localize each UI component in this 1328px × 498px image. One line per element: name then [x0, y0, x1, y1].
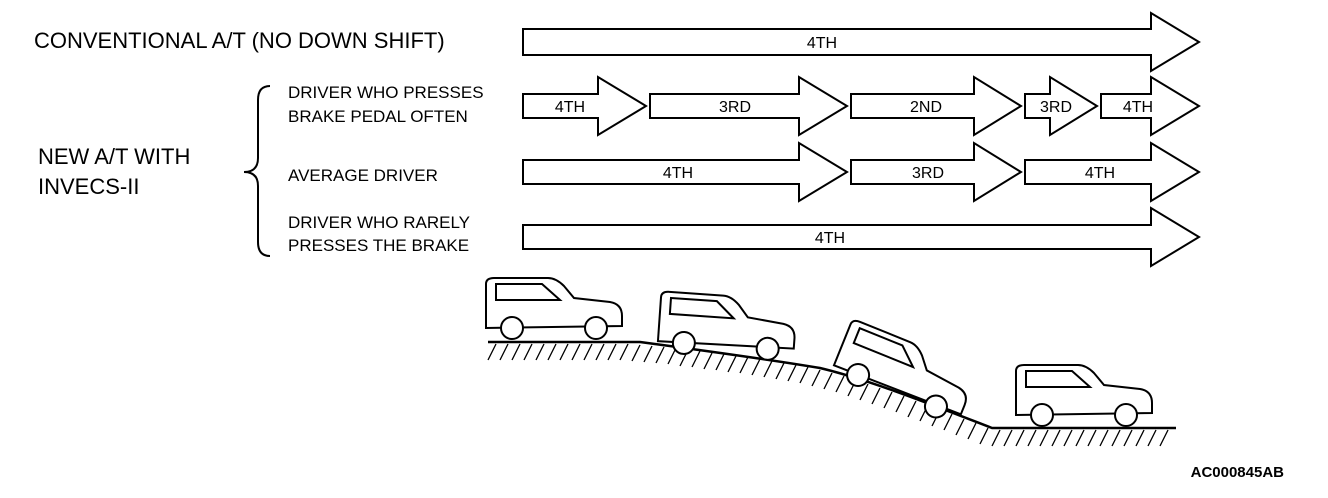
- brake-often-row: 4TH 3RD 2ND 3RD 4TH: [522, 75, 1201, 137]
- gear-label: 3RD: [1040, 99, 1072, 116]
- vehicle-wheel: [755, 336, 780, 361]
- vehicle-wheel: [1030, 403, 1054, 427]
- gear-label: 3RD: [912, 165, 944, 182]
- figure-code: AC000845AB: [1191, 464, 1285, 481]
- average-driver-row: 4TH 3RD 4TH: [522, 141, 1201, 203]
- gear-label: 4TH: [1123, 99, 1153, 116]
- vehicle-2: [656, 290, 796, 361]
- road-hatching: [487, 343, 1169, 447]
- gear-arrow-3rd: [1024, 75, 1099, 137]
- gear-arrow-2nd: [850, 75, 1023, 137]
- brake-often-label-line2: BRAKE PEDAL OFTEN: [288, 107, 468, 126]
- brake-often-label-line1: DRIVER WHO PRESSES: [288, 83, 484, 102]
- gear-arrow-4th: [1024, 141, 1201, 203]
- gear-label: 2ND: [910, 99, 942, 116]
- new-at-label-line2: INVECS-II: [38, 174, 139, 199]
- vehicle-wheel: [671, 330, 696, 355]
- vehicle-window: [495, 283, 563, 301]
- conventional-label: CONVENTIONAL A/T (NO DOWN SHIFT): [34, 28, 445, 53]
- new-at-label-line1: NEW A/T WITH: [38, 144, 190, 169]
- gear-label: 4TH: [1085, 165, 1115, 182]
- vehicle-1: [485, 277, 623, 340]
- gear-arrow-4th: [522, 206, 1201, 268]
- gear-label: 4TH: [807, 35, 837, 52]
- vehicle-wheel: [1114, 403, 1138, 427]
- gear-arrow-4th: [522, 141, 849, 203]
- gear-label: 3RD: [719, 99, 751, 116]
- brake-rarely-row: 4TH: [522, 206, 1201, 268]
- vehicle-window: [668, 296, 737, 320]
- vehicle-window: [1025, 370, 1093, 388]
- gear-label: 4TH: [663, 165, 693, 182]
- average-driver-label: AVERAGE DRIVER: [288, 166, 438, 185]
- gear-label: 4TH: [815, 230, 845, 247]
- gear-arrow-3rd: [649, 75, 849, 137]
- brake-rarely-label-line2: PRESSES THE BRAKE: [288, 236, 469, 255]
- group-brace: [243, 85, 271, 257]
- vehicle-wheel: [923, 394, 948, 419]
- brake-rarely-label-line1: DRIVER WHO RARELY: [288, 213, 470, 232]
- vehicle-4: [1015, 364, 1153, 427]
- gear-arrow-4th: [522, 75, 648, 137]
- gear-arrow-3rd: [850, 141, 1023, 203]
- gear-arrow-4th: [522, 11, 1201, 73]
- gear-arrow-4th: [1100, 75, 1201, 137]
- conventional-row: 4TH: [522, 11, 1201, 73]
- gear-label: 4TH: [555, 99, 585, 116]
- vehicle-wheel: [846, 363, 871, 388]
- vehicle-wheel: [500, 316, 524, 340]
- vehicle-wheel: [584, 316, 608, 340]
- vehicle-window: [852, 326, 916, 369]
- vehicle-3: [832, 319, 967, 419]
